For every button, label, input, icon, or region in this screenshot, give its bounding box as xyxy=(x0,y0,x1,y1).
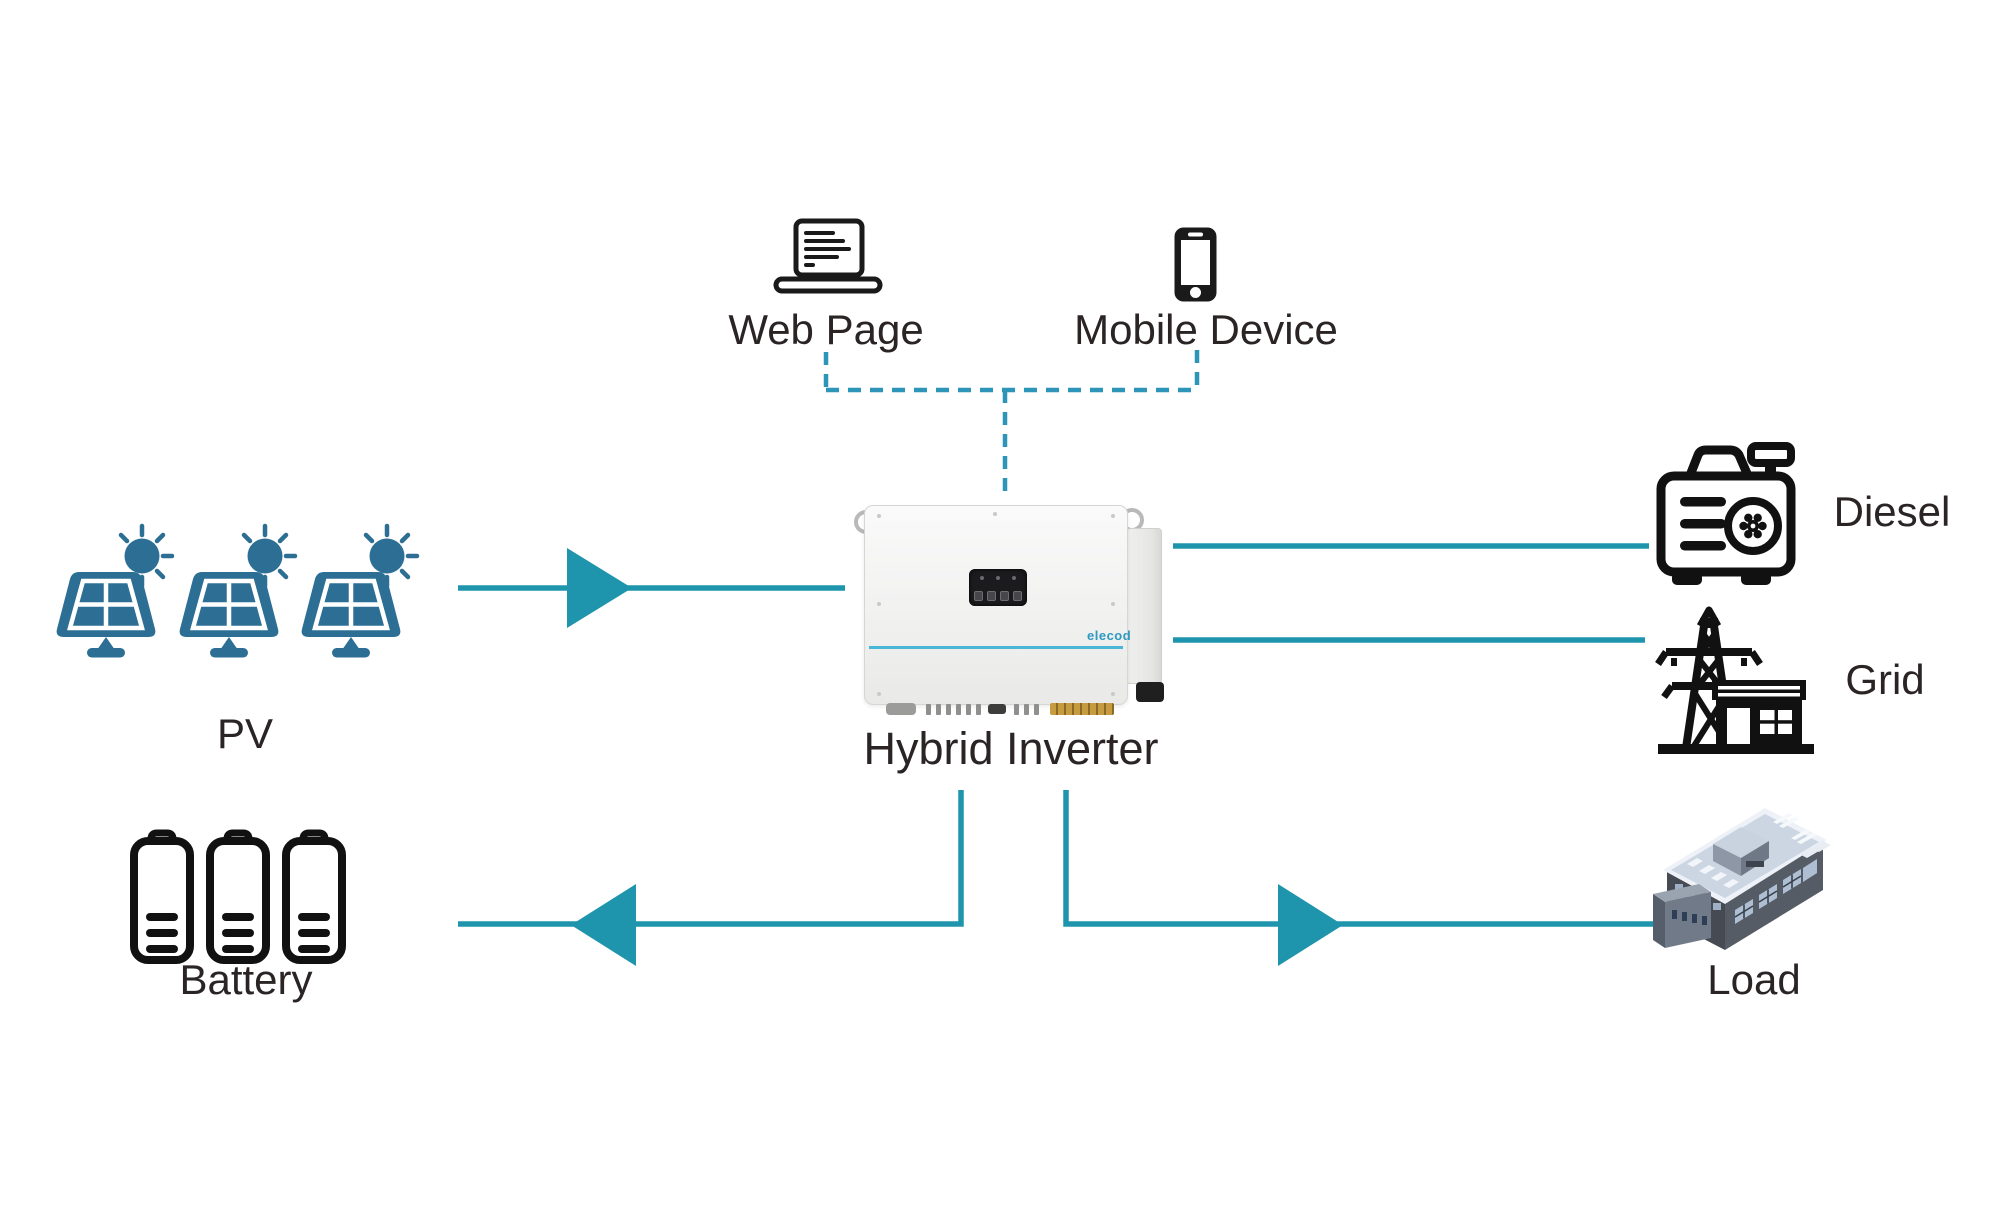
inverter-display-panel xyxy=(969,569,1027,606)
pv-label: PV xyxy=(216,710,274,757)
mobile-device-label: Mobile Device xyxy=(1074,306,1338,353)
inverter-body: elecod xyxy=(864,505,1132,705)
inverter-bottom-terminals xyxy=(864,703,1126,717)
inverter-led-indicators xyxy=(969,576,1027,580)
smartphone-icon xyxy=(1174,227,1217,302)
battery-icon xyxy=(130,830,358,966)
battery-label: Battery xyxy=(179,956,313,1003)
load-label: Load xyxy=(1707,956,1801,1003)
inverter-buttons xyxy=(969,591,1027,601)
line-inverter-to-battery xyxy=(458,790,964,927)
arrowhead-to-battery xyxy=(571,884,636,966)
inverter-side-connector xyxy=(1136,682,1164,702)
transmission-tower-icon xyxy=(1655,606,1814,754)
factory-building-icon xyxy=(1653,808,1831,950)
arrowhead-to-load xyxy=(1278,884,1343,966)
web-page-label: Web Page xyxy=(728,306,924,353)
diesel-generator-icon xyxy=(1656,442,1796,585)
laptop-icon xyxy=(773,218,883,294)
grid-label: Grid xyxy=(1845,656,1925,703)
inverter-side-box xyxy=(1126,528,1162,684)
line-inverter-to-load xyxy=(1063,790,1660,927)
inverter-product-image: elecod xyxy=(854,502,1164,717)
inverter-brand-logo: elecod xyxy=(1087,628,1132,643)
diesel-label: Diesel xyxy=(1833,488,1951,535)
solar-panel-icon xyxy=(45,522,415,662)
inverter-accent-line xyxy=(869,646,1123,649)
hybrid-inverter-label: Hybrid Inverter xyxy=(863,723,1159,774)
arrowhead-pv-to-inverter xyxy=(567,548,632,628)
